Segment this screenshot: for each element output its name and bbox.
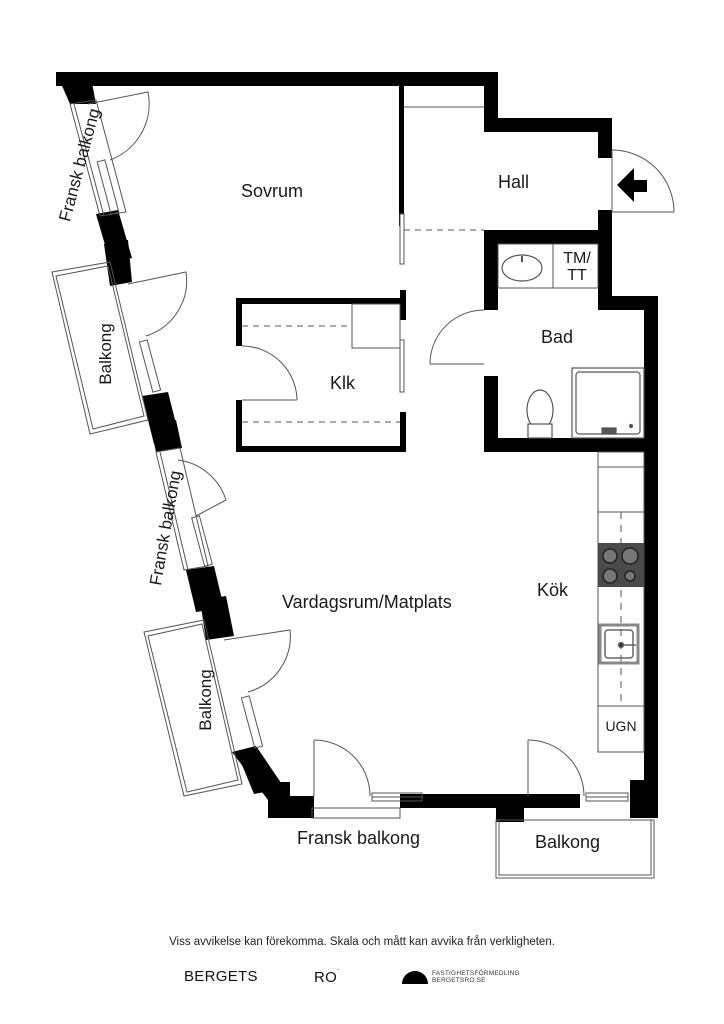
agency-line2: BERGETSRO.SE [432,977,486,984]
exterior-walls [56,72,658,822]
agency-line1: FASTIGHETSFÖRMEDLING [432,970,520,977]
label-ugn: UGN [605,718,637,734]
room-label-tmtt: TM/ TT [557,250,597,284]
label-balkong-upper: Balkong [96,323,115,385]
label-balkong-bottom: Balkong [535,832,601,852]
brand-ro: RO˙ [314,968,340,986]
brand-ro-mark: ˙ [337,968,341,978]
stove-icon [598,543,644,587]
room-label-klk: Klk [330,373,356,393]
label-balkong-lower: Balkong [196,669,215,731]
disclaimer-text: Viss avvikelse kan förekomma. Skala och … [169,936,555,948]
tmtt-line2: TT [567,267,587,284]
kitchen-sink-icon [598,623,640,665]
room-label-sovrum: Sovrum [241,181,304,201]
shower-icon [571,367,645,439]
room-label-kok: Kök [537,580,569,600]
label-fransk-balkong-bottom: Fransk balkong [297,828,421,848]
room-label-bad: Bad [541,327,574,347]
tmtt-line1: TM/ [563,250,591,267]
brand-ro-text: RO [314,969,338,986]
brand-bergets: BERGETS [184,968,258,985]
washbasin-icon [501,254,543,282]
interior-walls [236,86,658,452]
room-label-hall: Hall [498,172,530,192]
toilet-icon [526,389,554,439]
entrance-arrow-icon [617,168,647,202]
agency-logo-icon [402,971,428,984]
left-facade-details [51,91,291,797]
room-label-vardagsrum: Vardagsrum/Matplats [282,592,452,612]
detail-lines [241,106,675,879]
agency-text: FASTIGHETSFÖRMEDLING BERGETSRO.SE [432,970,520,984]
